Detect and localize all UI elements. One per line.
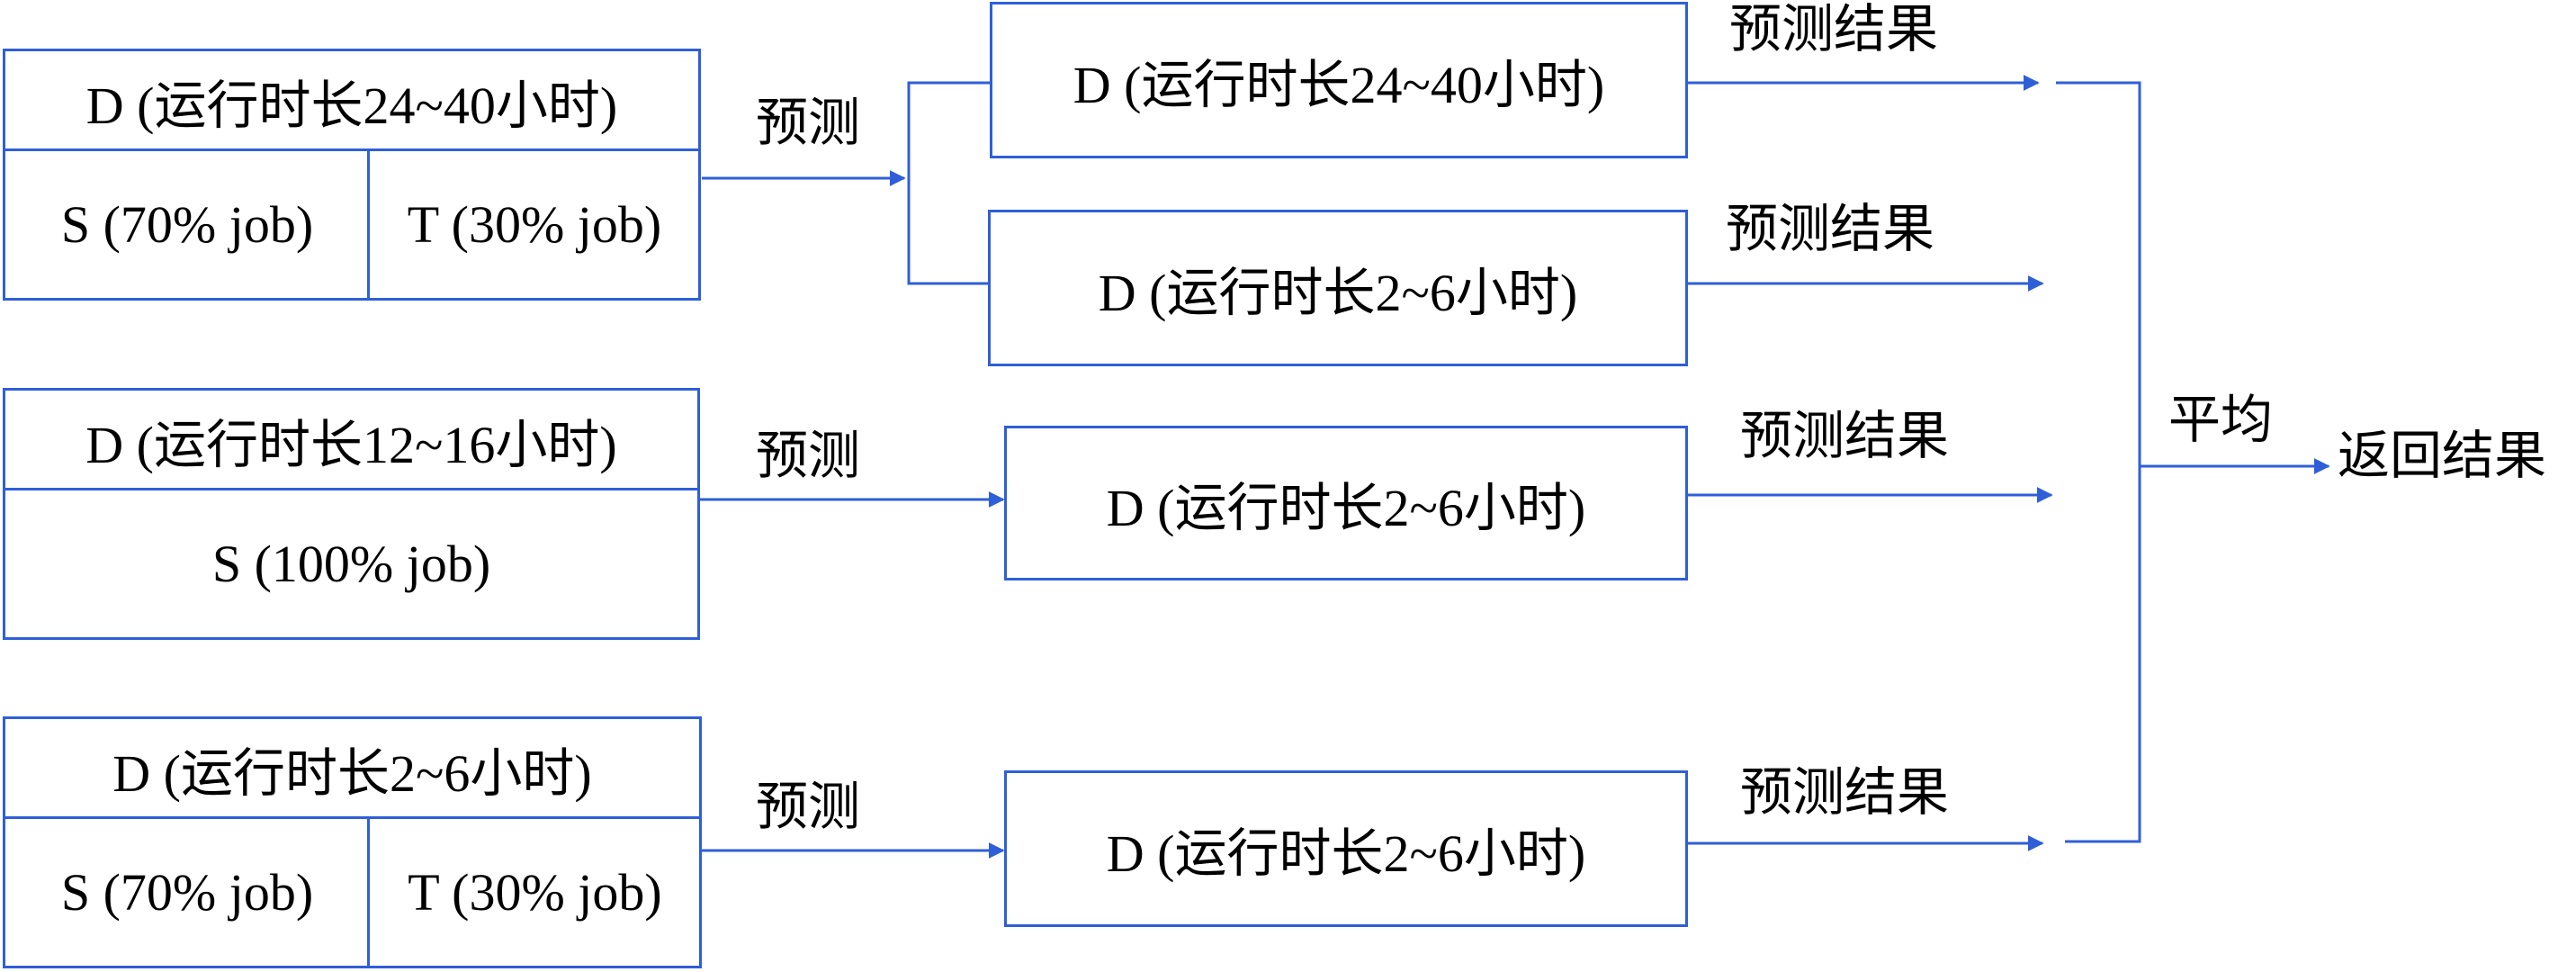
middle-box-2-label: D (运行时长2~6小时) — [1098, 264, 1578, 322]
return-result-label: 返回结果 — [2338, 427, 2547, 485]
left-block-2-divider — [5, 488, 697, 490]
left-block-2-cell-s: S (100% job) — [211, 534, 491, 593]
result-label-3: 预测结果 — [1740, 407, 1950, 465]
result-label-2: 预测结果 — [1726, 200, 1935, 258]
predict-label-1: 预测 — [756, 94, 861, 152]
left-block-1-split — [367, 150, 370, 298]
left-block-3-cell-t: T (30% job) — [408, 862, 662, 922]
left-block-3-cell-s: S (70% job) — [60, 862, 314, 922]
middle-box-1: D (运行时长24~40小时) — [990, 2, 1688, 158]
predict-label-2: 预测 — [756, 427, 861, 485]
middle-box-4-label: D (运行时长2~6小时) — [1106, 824, 1586, 883]
left-block-3-split — [367, 818, 370, 966]
average-label: 平均 — [2168, 391, 2274, 449]
middle-box-3: D (运行时长2~6小时) — [1004, 426, 1688, 580]
middle-box-2: D (运行时长2~6小时) — [988, 210, 1688, 366]
branch-line-1 — [907, 81, 990, 285]
left-block-1: D (运行时长24~40小时) S (70% job) T (30% job) — [3, 49, 701, 301]
predict-label-3: 预测 — [756, 778, 861, 836]
left-block-2-title: D (运行时长12~16小时) — [85, 416, 617, 474]
middle-box-1-label: D (运行时长24~40小时) — [1073, 56, 1605, 114]
middle-box-4: D (运行时长2~6小时) — [1004, 770, 1688, 927]
result-label-4: 预测结果 — [1740, 763, 1950, 822]
left-block-1-cell-s: S (70% job) — [60, 194, 314, 254]
left-block-3-title: D (运行时长2~6小时) — [112, 744, 592, 803]
left-block-3: D (运行时长2~6小时) S (70% job) T (30% job) — [3, 716, 702, 968]
left-block-2: D (运行时长12~16小时) S (100% job) — [3, 388, 700, 640]
left-block-3-divider — [5, 816, 699, 819]
merge-bracket — [2056, 81, 2141, 843]
left-block-1-title: D (运行时长24~40小时) — [85, 76, 618, 135]
left-block-1-cell-t: T (30% job) — [407, 194, 662, 254]
middle-box-3-label: D (运行时长2~6小时) — [1106, 479, 1586, 537]
left-block-1-divider — [5, 148, 698, 151]
result-label-1: 预测结果 — [1729, 0, 1939, 58]
